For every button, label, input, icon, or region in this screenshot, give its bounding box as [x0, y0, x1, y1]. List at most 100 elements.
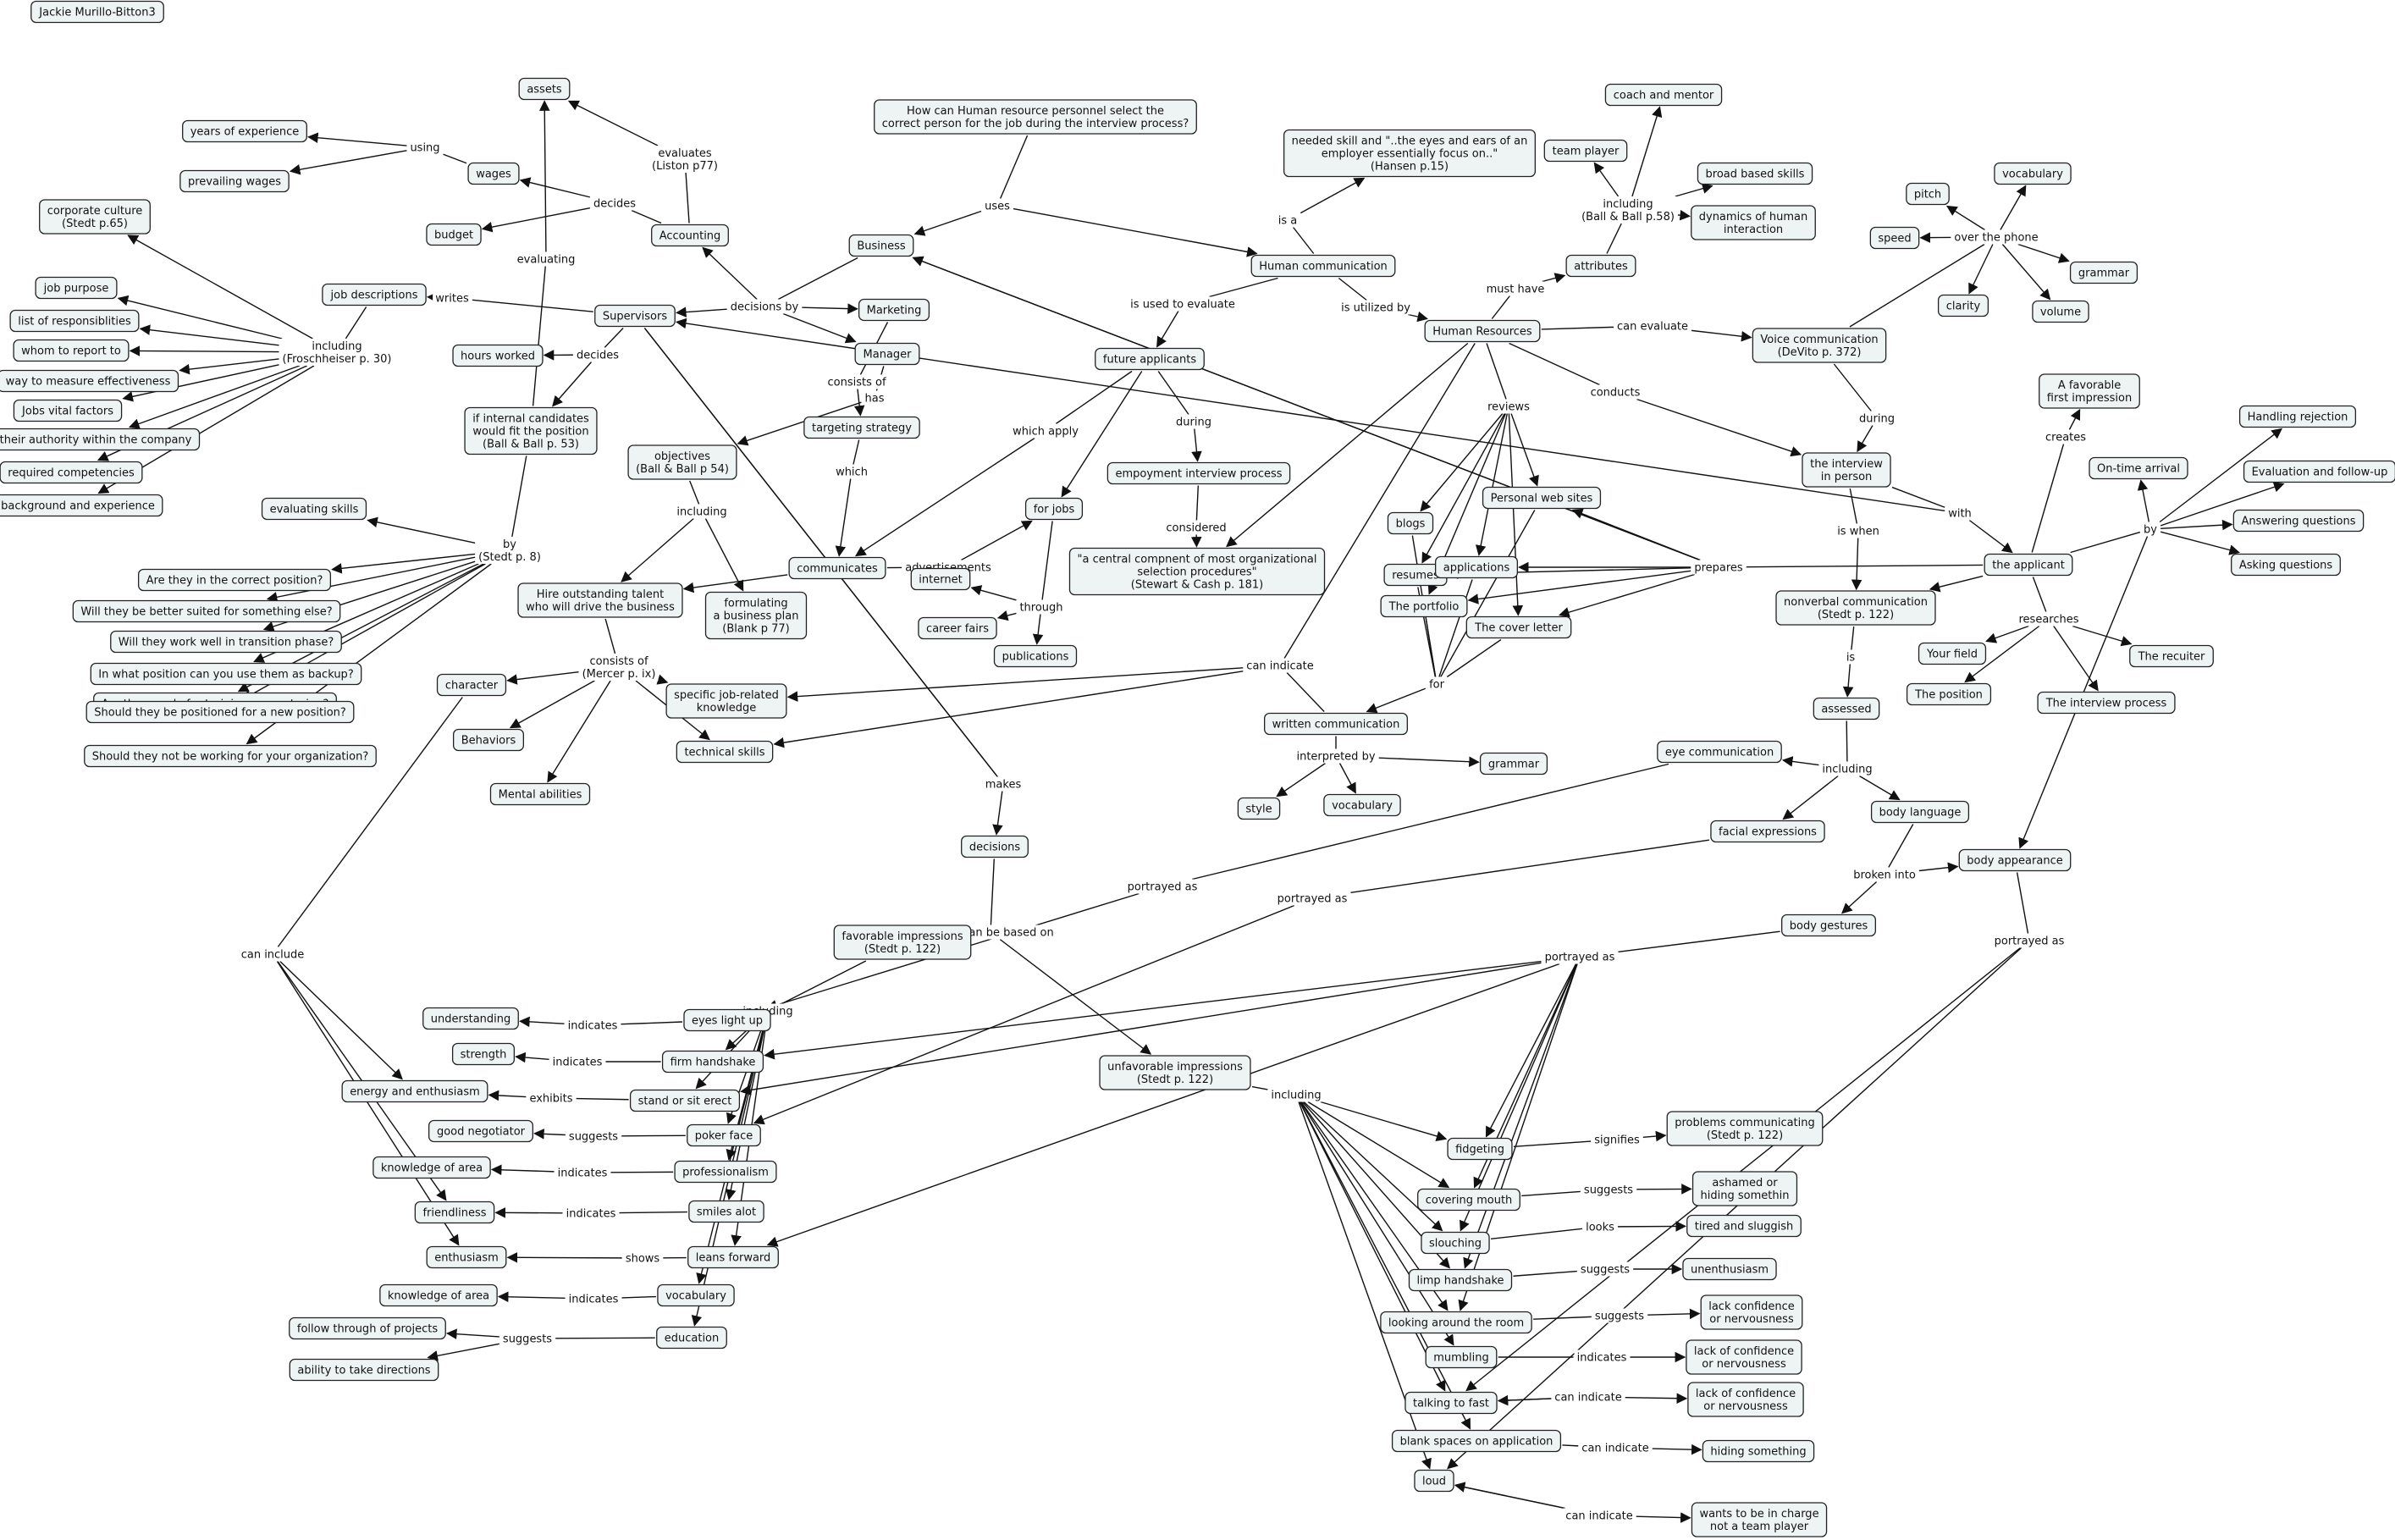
concept-accounting[interactable]: Accounting — [651, 224, 729, 247]
concept-professionalism[interactable]: professionalism — [674, 1160, 777, 1184]
concept-applications[interactable]: applications — [1434, 555, 1519, 579]
concept-way-measure[interactable]: way to measure effectiveness — [0, 369, 179, 393]
concept-slouching[interactable]: slouching — [1421, 1231, 1490, 1255]
concept-prevailing[interactable]: prevailing wages — [179, 169, 290, 193]
concept-hours[interactable]: hours worked — [452, 344, 544, 367]
concept-attributes[interactable]: attributes — [1565, 254, 1636, 278]
concept-fidgeting[interactable]: fidgeting — [1447, 1137, 1513, 1161]
concept-unfav-impr[interactable]: unfavorable impressions(Stedt p. 122) — [1099, 1055, 1251, 1090]
concept-job-desc[interactable]: job descriptions — [322, 283, 427, 306]
concept-q7[interactable]: Should they not be working for your orga… — [84, 744, 377, 768]
concept-energy[interactable]: energy and enthusiasm — [341, 1079, 488, 1103]
concept-blogs[interactable]: blogs — [1387, 511, 1434, 535]
concept-evaluation[interactable]: Evaluation and follow-up — [2243, 460, 2395, 483]
concept-body-lang[interactable]: body language — [1870, 800, 1970, 824]
concept-written[interactable]: written communication — [1264, 712, 1408, 736]
concept-knowledge2[interactable]: knowledge of area — [379, 1283, 498, 1307]
concept-follow[interactable]: follow through of projects — [289, 1316, 446, 1340]
concept-strength[interactable]: strength — [451, 1042, 516, 1066]
concept-central[interactable]: "a central compnent of most organization… — [1068, 547, 1326, 596]
concept-answering[interactable]: Answering questions — [2232, 509, 2365, 533]
concept-ability[interactable]: ability to take directions — [289, 1358, 439, 1382]
concept-leans[interactable]: leans forward — [687, 1245, 779, 1269]
concept-publications[interactable]: publications — [993, 644, 1078, 668]
concept-your-field[interactable]: Your field — [1918, 642, 1987, 665]
concept-focus[interactable]: How can Human resource personnel select … — [874, 99, 1197, 135]
concept-career-fairs[interactable]: career fairs — [918, 616, 997, 640]
concept-vocab-phone[interactable]: vocabulary — [1994, 162, 2072, 185]
concept-targeting[interactable]: targeting strategy — [803, 416, 920, 439]
concept-hiding[interactable]: hiding something — [1702, 1439, 1815, 1463]
concept-coach[interactable]: coach and mentor — [1604, 83, 1723, 107]
concept-marketing[interactable]: Marketing — [858, 298, 930, 322]
concept-decisions[interactable]: decisions — [961, 835, 1029, 858]
concept-job-purpose[interactable]: job purpose — [35, 276, 118, 300]
concept-team-player[interactable]: team player — [1543, 139, 1628, 163]
concept-author[interactable]: Jackie Murillo-Bitton3 — [30, 0, 164, 24]
concept-needed-skill[interactable]: needed skill and "..the eyes and ears of… — [1283, 129, 1537, 178]
concept-background[interactable]: background and experience — [0, 494, 163, 517]
concept-pitch[interactable]: pitch — [1906, 182, 1950, 206]
concept-wages[interactable]: wages — [467, 162, 520, 185]
concept-list-resp[interactable]: list of responsiblities — [9, 309, 140, 333]
concept-internet[interactable]: internet — [910, 567, 971, 591]
concept-blank[interactable]: blank spaces on application — [1391, 1429, 1562, 1453]
concept-understanding[interactable]: understanding — [422, 1007, 519, 1030]
concept-loud[interactable]: loud — [1414, 1469, 1454, 1493]
concept-personal[interactable]: Personal web sites — [1482, 486, 1602, 510]
concept-voice[interactable]: Voice communication(DeVito p. 372) — [1752, 328, 1887, 363]
concept-q1[interactable]: Are they in the correct position? — [137, 568, 332, 592]
concept-tired[interactable]: tired and sluggish — [1686, 1214, 1802, 1238]
concept-q6[interactable]: Should they be positioned for a new posi… — [86, 700, 355, 724]
concept-education[interactable]: education — [656, 1326, 727, 1350]
concept-volume[interactable]: volume — [2032, 300, 2089, 323]
concept-body-gest[interactable]: body gestures — [1781, 914, 1876, 937]
concept-applicant[interactable]: the applicant — [1984, 553, 2073, 577]
concept-looking[interactable]: looking around the room — [1380, 1311, 1532, 1334]
concept-authority[interactable]: their authority within the company — [0, 428, 201, 451]
concept-knowledge1[interactable]: knowledge of area — [372, 1156, 491, 1179]
concept-body-appear[interactable]: body appearance — [1958, 848, 2072, 872]
concept-business[interactable]: Business — [848, 234, 914, 257]
concept-hr[interactable]: Human Resources — [1424, 319, 1541, 343]
concept-mental[interactable]: Mental abilities — [489, 782, 591, 806]
concept-budget[interactable]: budget — [426, 223, 482, 246]
concept-firm[interactable]: firm handshake — [661, 1050, 764, 1074]
concept-broad[interactable]: broad based skills — [1697, 162, 1813, 185]
concept-technical[interactable]: technical skills — [676, 740, 774, 764]
concept-q4[interactable]: In what position can you use them as bac… — [90, 662, 362, 686]
concept-communicates[interactable]: communicates — [788, 556, 886, 580]
concept-interview-process[interactable]: The interview process — [2037, 691, 2176, 715]
concept-vocab-f[interactable]: vocabulary — [657, 1283, 735, 1307]
concept-character[interactable]: character — [436, 673, 507, 697]
concept-human-comm[interactable]: Human communication — [1250, 254, 1396, 278]
concept-emp-process[interactable]: empoyment interview process — [1106, 461, 1291, 485]
concept-speed[interactable]: speed — [1869, 226, 1920, 250]
concept-limp[interactable]: limp handshake — [1408, 1268, 1513, 1292]
concept-covering[interactable]: covering mouth — [1417, 1188, 1520, 1212]
concept-unenthusiasm[interactable]: unenthusiasm — [1682, 1257, 1777, 1281]
concept-grammar-w[interactable]: grammar — [1479, 752, 1548, 776]
concept-future[interactable]: future applicants — [1095, 347, 1205, 371]
concept-eyes-light[interactable]: eyes light up — [683, 1008, 771, 1032]
concept-portfolio[interactable]: The portfolio — [1380, 594, 1468, 618]
concept-good-neg[interactable]: good negotiator — [428, 1119, 534, 1143]
concept-nonverbal[interactable]: nonverbal communication(Stedt p. 122) — [1775, 590, 1936, 626]
concept-jobs-vital[interactable]: Jobs vital factors — [13, 399, 123, 422]
concept-evaluating-skills[interactable]: evaluating skills — [261, 497, 367, 521]
concept-manager[interactable]: Manager — [854, 342, 920, 366]
concept-objectives[interactable]: objectives(Ball & Ball p 54) — [627, 444, 737, 480]
concept-handling[interactable]: Handling rejection — [2238, 405, 2357, 428]
concept-talking[interactable]: talking to fast — [1404, 1391, 1498, 1415]
concept-whom-report[interactable]: whom to report to — [13, 339, 130, 362]
